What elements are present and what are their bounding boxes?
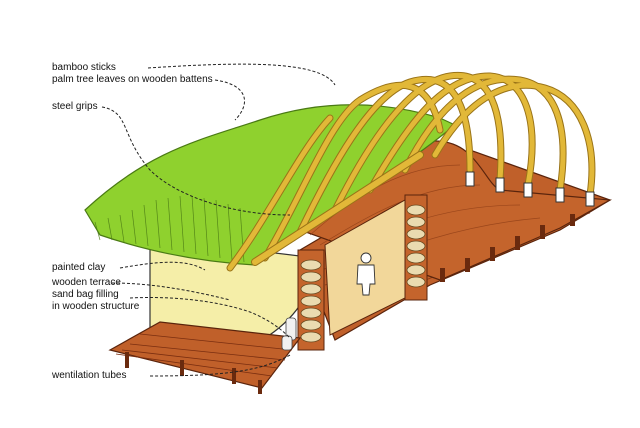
interior-doorway — [324, 199, 406, 336]
label-wooden-terrace: wooden terrace — [52, 277, 121, 288]
label-ventilation-tubes: wentilation tubes — [52, 370, 127, 381]
ventilation-tubes — [281, 317, 297, 351]
bamboo-arches — [226, 71, 596, 272]
person-figure — [356, 252, 376, 296]
label-palm-leaves: palm tree leaves on wooden battens — [52, 74, 213, 85]
sandbag-wall-right — [404, 194, 428, 301]
sandbag-wall-front — [297, 249, 325, 351]
front-terrace — [108, 321, 302, 394]
steel-grips — [465, 171, 595, 207]
label-sand-bag-filling: sand bag filling — [52, 289, 119, 300]
label-bamboo-sticks: bamboo sticks — [52, 62, 116, 73]
label-wooden-structure: in wooden structure — [52, 301, 140, 312]
label-steel-grips: steel grips — [52, 101, 98, 112]
leader-lines — [101, 63, 336, 377]
label-painted-clay: painted clay — [52, 262, 106, 273]
